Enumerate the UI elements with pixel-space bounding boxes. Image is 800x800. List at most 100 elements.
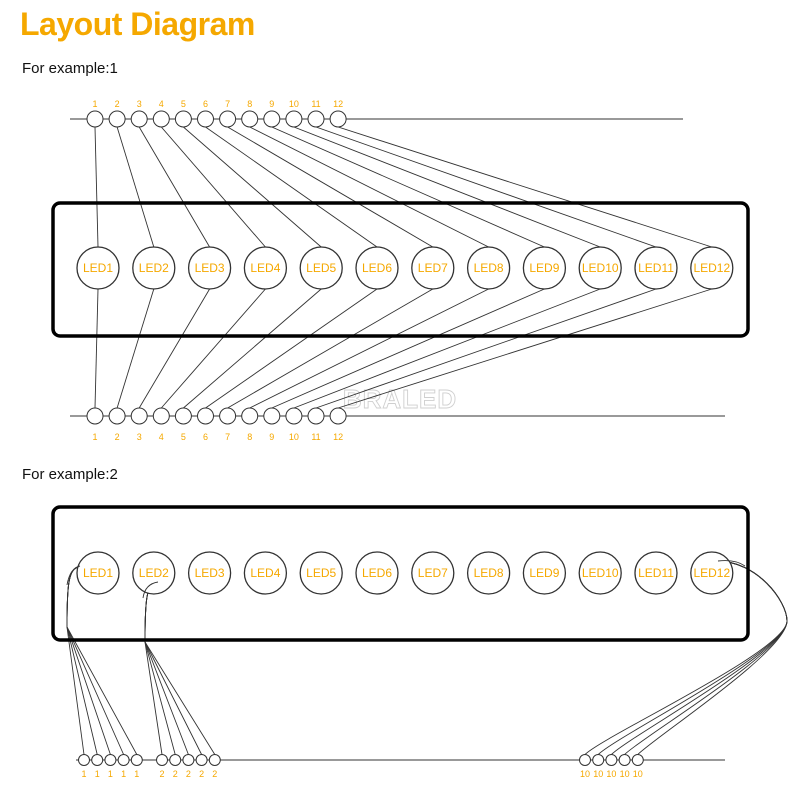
pin-circle — [592, 754, 605, 766]
pin-label: 9 — [269, 432, 274, 442]
pin-circle — [285, 407, 303, 425]
pin-circle — [91, 754, 104, 766]
wire-group-2 — [144, 581, 189, 755]
pin-circle — [329, 110, 347, 128]
pin-label: 3 — [137, 99, 142, 109]
led-circle — [76, 246, 120, 290]
wire-top-3 — [138, 126, 210, 248]
pin-label: 4 — [159, 432, 164, 442]
led-label: LED11 — [638, 261, 674, 275]
wire-group-1 — [66, 566, 138, 755]
pin-circle — [241, 407, 259, 425]
led-circle — [522, 246, 567, 290]
pin-circle — [307, 110, 325, 128]
pin-label: 2 — [212, 769, 217, 779]
wire-top-7 — [227, 126, 434, 248]
pin-label: 2 — [199, 769, 204, 779]
wire-bottom-5 — [183, 288, 322, 409]
led-label: LED7 — [418, 261, 448, 275]
led-circle — [132, 246, 176, 290]
wire-lead-led12 — [717, 560, 746, 567]
pin-label: 6 — [203, 99, 208, 109]
led-label: LED11 — [638, 566, 674, 580]
pin-circle — [86, 407, 104, 425]
wire-top-6 — [205, 126, 378, 248]
wire-bottom-1 — [94, 288, 99, 409]
pin-label: 4 — [159, 99, 164, 109]
pin-circle — [219, 407, 237, 425]
led-label: LED6 — [362, 566, 392, 580]
led-label: LED2 — [139, 261, 169, 275]
pin-label: 3 — [137, 432, 142, 442]
pin-label: 2 — [186, 769, 191, 779]
led-circle — [132, 551, 176, 595]
wire-top-4 — [160, 126, 266, 248]
pin-circle — [219, 110, 237, 128]
pin-label: 7 — [225, 432, 230, 442]
pin-circle — [197, 110, 214, 128]
pin-label: 1 — [92, 432, 97, 442]
pin-circle — [104, 754, 117, 766]
wire-top-2 — [116, 126, 155, 248]
pin-label: 2 — [115, 432, 120, 442]
wire-top-5 — [183, 126, 322, 248]
pin-label: 1 — [95, 769, 100, 779]
led-circle — [634, 246, 678, 290]
led-label: LED12 — [693, 261, 730, 275]
led-label: LED1 — [83, 566, 113, 580]
wire-group-12 — [637, 560, 788, 755]
pin-circle — [117, 754, 130, 766]
pin-label: 5 — [181, 432, 186, 442]
pin-circle — [195, 754, 208, 766]
pin-circle — [130, 754, 143, 766]
led-label: LED4 — [250, 261, 280, 275]
pin-label: 6 — [203, 432, 208, 442]
example-2-label: For example:2 — [22, 466, 118, 483]
led-circle — [466, 246, 511, 290]
led-circle — [411, 551, 455, 595]
led-circle — [634, 551, 678, 595]
pin-label: 10 — [620, 769, 630, 779]
wire-group-2 — [144, 581, 163, 755]
pin-circle — [241, 110, 259, 128]
led-label: LED12 — [693, 566, 730, 580]
wire-group-12 — [597, 560, 788, 755]
pin-label: 5 — [181, 99, 186, 109]
wire-bottom-6 — [205, 288, 378, 409]
pin-circle — [156, 754, 168, 766]
led-circle — [299, 551, 343, 595]
pin-circle — [152, 110, 170, 128]
wire-bottom-8 — [249, 288, 489, 409]
pin-label: 11 — [311, 432, 320, 442]
wire-top-9 — [271, 126, 545, 248]
led-label: LED5 — [306, 261, 336, 275]
pin-circle — [579, 754, 591, 766]
pin-circle — [208, 754, 221, 766]
wire-top-10 — [293, 126, 601, 248]
led-circle — [690, 551, 734, 595]
pin-circle — [174, 407, 192, 425]
pin-circle — [285, 110, 303, 128]
led-label: LED9 — [529, 261, 559, 275]
page-title: Layout Diagram — [20, 6, 255, 42]
wire-group-1 — [66, 566, 125, 755]
wire-top-1 — [94, 126, 99, 248]
pin-label: 10 — [633, 769, 643, 779]
led-circle — [355, 246, 399, 290]
led-circle — [355, 551, 399, 595]
wire-top-12 — [337, 126, 712, 248]
pin-circle — [263, 407, 281, 425]
pin-circle — [329, 407, 347, 425]
pin-label: 10 — [289, 99, 299, 109]
pin-label: 2 — [173, 769, 178, 779]
led-label: LED3 — [195, 261, 225, 275]
pin-circle — [307, 407, 325, 425]
pin-label: 2 — [159, 769, 164, 779]
wire-bottom-3 — [138, 288, 210, 409]
pin-label: 1 — [108, 769, 113, 779]
led-label: LED2 — [139, 566, 169, 580]
led-label: LED6 — [362, 261, 392, 275]
led-label: LED9 — [529, 566, 559, 580]
pin-label: 1 — [92, 99, 97, 109]
